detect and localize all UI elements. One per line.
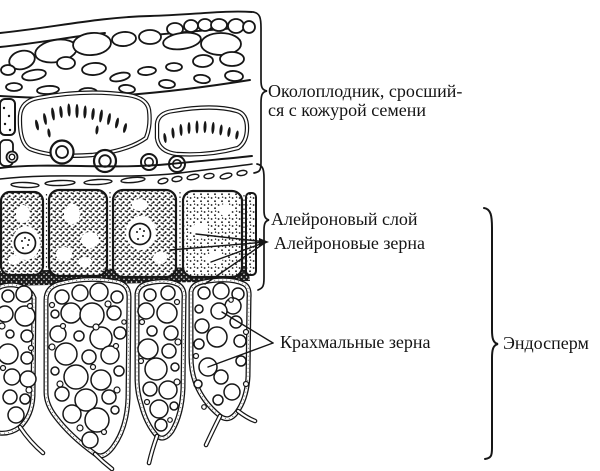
small-starch-grains-drawing [0, 297, 250, 436]
aleurone-layer-brace [256, 163, 270, 291]
label-starch-grains: Крахмальные зерна [280, 332, 431, 352]
aleurone-cell-partial [245, 192, 257, 276]
pericarp-layers-drawing [0, 10, 256, 99]
label-aleurone-layer: Алейроновый слой [271, 209, 418, 229]
pericarp-brace [252, 11, 268, 174]
aleurone-cell [47, 188, 109, 278]
aleurone-grains-pointer-lines [169, 233, 269, 285]
endosperm-brace [483, 207, 499, 460]
aleurone-nucleus [13, 222, 152, 255]
aleurone-layer-drawing [0, 188, 257, 286]
pit-marks [35, 103, 239, 143]
starch-cells-drawing [0, 279, 258, 471]
label-pericarp-line1: Околоплодник, сросший- [268, 81, 463, 101]
seed-coat-layers-drawing [0, 155, 253, 189]
cross-cells-drawing [0, 93, 247, 167]
label-endosperm: Эндосперм [503, 333, 589, 353]
label-pericarp: Околоплодник, сросший- ся с кожурой семе… [268, 82, 462, 120]
starch-grains-pointer-lines [207, 311, 274, 368]
label-pericarp-line2: ся с кожурой семени [268, 100, 427, 120]
starch-grains-drawing [0, 282, 247, 449]
label-aleurone-grains: Алейроновые зерна [274, 233, 426, 253]
cell-wall-stubs [17, 408, 258, 471]
